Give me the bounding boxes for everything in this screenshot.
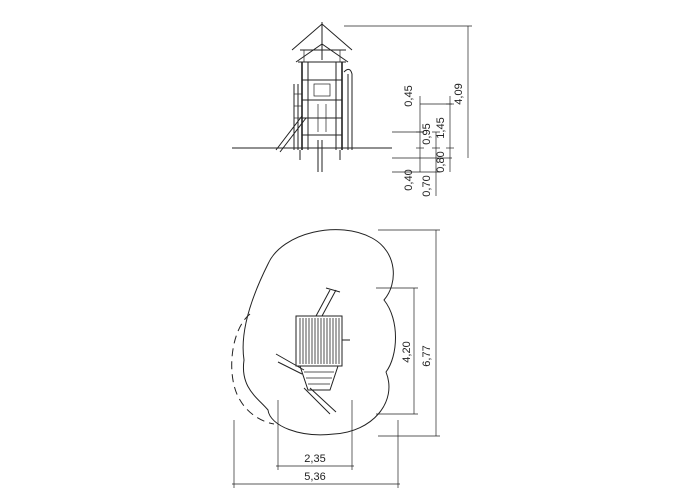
- dim-label-095: 0,95: [421, 123, 433, 144]
- ladder: [293, 84, 302, 150]
- platform: [295, 315, 343, 367]
- foundation-posts: [299, 140, 341, 172]
- elevation-dimensions: 0,45 0,95 1,45 4,09 0,80 0,40 0,70: [344, 25, 472, 197]
- dim-label-409: 4,09: [453, 83, 465, 104]
- dim-label-420: 4,20: [401, 341, 413, 362]
- plan-dimensions: 6,77 4,20 2,35 5,36: [232, 229, 440, 488]
- dim-label-235: 2,35: [304, 453, 325, 465]
- plan-ramp: [275, 339, 350, 415]
- plan-slide: [315, 287, 341, 317]
- dim-label-070: 0,70: [421, 175, 433, 196]
- dim-label-045: 0,45: [403, 85, 415, 106]
- tower-roof: [291, 22, 353, 63]
- safety-area-extension: [231, 313, 275, 425]
- dim-label-145: 1,45: [435, 117, 447, 138]
- dim-label-040: 0,40: [403, 169, 415, 190]
- dim-label-536: 5,36: [304, 471, 325, 483]
- safety-area-outline: [242, 229, 396, 436]
- dim-label-677: 6,77: [421, 345, 433, 366]
- dim-label-080: 0,80: [435, 151, 447, 172]
- ramp: [275, 115, 307, 153]
- slide-pole: [343, 68, 353, 150]
- tower-frame: [301, 62, 343, 150]
- plan-view: 6,77 4,20 2,35 5,36: [231, 229, 440, 488]
- elevation-view: 0,45 0,95 1,45 4,09 0,80 0,40 0,70: [232, 22, 472, 197]
